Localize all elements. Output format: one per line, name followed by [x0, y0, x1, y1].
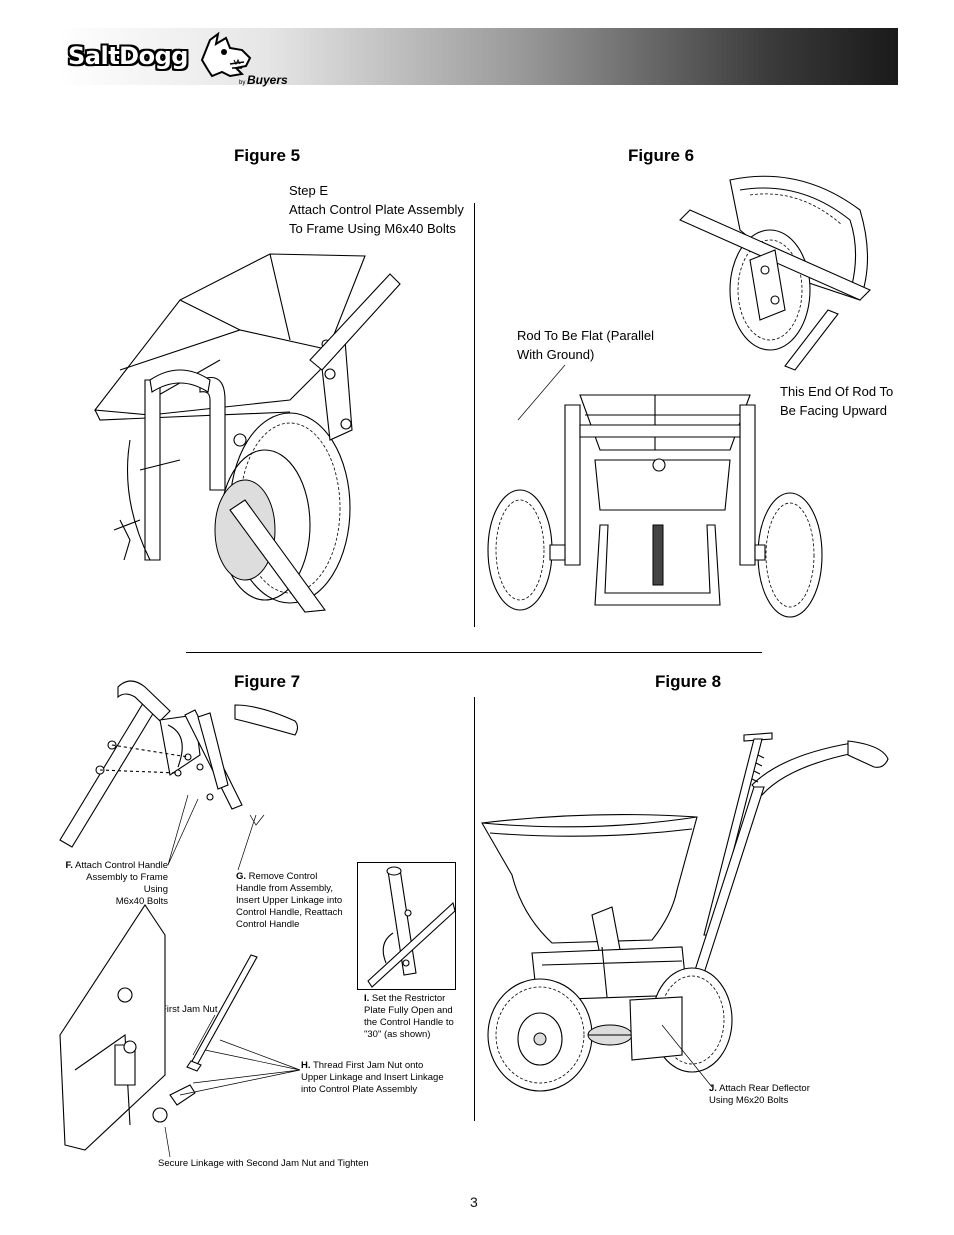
step-j-letter: J.: [709, 1083, 717, 1094]
step-f-text-3: M6x40 Bolts: [115, 896, 168, 907]
figure-8-spreader-drawing: [482, 725, 892, 1095]
rod-flat-text-1: Rod To Be Flat (Parallel: [517, 328, 655, 343]
figure-6-main-drawing: [485, 385, 830, 630]
step-i-text-1: Set the Restrictor: [371, 993, 446, 1004]
step-h-letter: H.: [301, 1060, 311, 1071]
page-number: 3: [470, 1194, 478, 1210]
step-i-caption: I. Set the Restrictor Plate Fully Open a…: [364, 993, 460, 1041]
by-label: by: [239, 80, 246, 86]
first-jam-nut-label: First Jam Nut: [161, 1004, 218, 1015]
step-g-text-3: Insert Upper Linkage into: [236, 895, 343, 906]
vertical-divider-bottom: [474, 697, 475, 1121]
step-h-text-1: Thread First Jam Nut onto: [312, 1060, 424, 1071]
step-f-text-2: Assembly to Frame Using: [86, 872, 168, 895]
step-j-text-1: Attach Rear Deflector: [719, 1083, 810, 1094]
step-g-text-1: Remove Control: [248, 871, 318, 882]
step-g-caption: G. Remove Control Handle from Assembly, …: [236, 871, 354, 931]
rod-end-text-2: Be Facing Upward: [780, 403, 887, 418]
step-e-text-2: To Frame Using M6x40 Bolts: [289, 221, 456, 236]
step-g-text-4: Control Handle, Reattach: [236, 907, 343, 918]
rod-end-caption: This End Of Rod To Be Facing Upward: [780, 382, 893, 420]
horizontal-divider: [186, 652, 762, 653]
figure-5-drawing: [90, 240, 420, 620]
rod-flat-text-2: With Ground): [517, 347, 595, 362]
step-e-text-1: Attach Control Plate Assembly: [289, 202, 464, 217]
figure-7-inset-box: [357, 862, 456, 990]
step-e-label: Step E: [289, 183, 329, 198]
step-g-text-2: Handle from Assembly,: [236, 883, 333, 894]
figure-6-title: Figure 6: [628, 146, 695, 165]
dog-mascot-icon: [196, 30, 256, 82]
step-f-text-1: Attach Control Handle: [75, 860, 168, 871]
step-i-text-4: "30" (as shown): [364, 1029, 431, 1040]
step-h-caption: H. Thread First Jam Nut onto Upper Linka…: [301, 1060, 451, 1096]
step-h-text-3: into Control Plate Assembly: [301, 1084, 418, 1095]
figure-7-handle-drawing: [60, 675, 310, 875]
rod-flat-caption: Rod To Be Flat (Parallel With Ground): [517, 326, 654, 364]
figure-5-title: Figure 5: [234, 146, 301, 165]
figure-8-title: Figure 8: [655, 672, 722, 691]
step-g-text-5: Control Handle: [236, 919, 300, 930]
restrictor-plate-drawing: [358, 863, 455, 989]
secure-linkage-label: Secure Linkage with Second Jam Nut and T…: [158, 1158, 369, 1169]
step-i-letter: I.: [364, 993, 370, 1004]
buyers-brand: Buyers: [247, 73, 288, 87]
page-header-banner: SaltDogg by Buyers: [56, 28, 898, 87]
figure-7-linkage-drawing: [55, 895, 305, 1160]
figure-5-caption: Step E Attach Control Plate Assembly To …: [289, 181, 464, 238]
vertical-divider-top: [474, 203, 475, 627]
rod-end-text-1: This End Of Rod To: [780, 384, 894, 399]
figure-7-title: Figure 7: [234, 672, 301, 691]
step-j-text-2: Using M6x20 Bolts: [709, 1095, 789, 1106]
step-f-letter: F.: [65, 860, 73, 871]
step-g-letter: G.: [236, 871, 247, 882]
step-i-text-2: Plate Fully Open and: [364, 1005, 453, 1016]
figure-6-detail-drawing: [680, 170, 880, 370]
step-f-caption: F. Attach Control Handle Assembly to Fra…: [60, 860, 168, 908]
step-i-text-3: the Control Handle to: [364, 1017, 454, 1028]
step-j-caption: J. Attach Rear Deflector Using M6x20 Bol…: [709, 1083, 829, 1107]
brand-name: SaltDogg: [68, 42, 188, 70]
step-h-text-2: Upper Linkage and Insert Linkage: [301, 1072, 444, 1083]
